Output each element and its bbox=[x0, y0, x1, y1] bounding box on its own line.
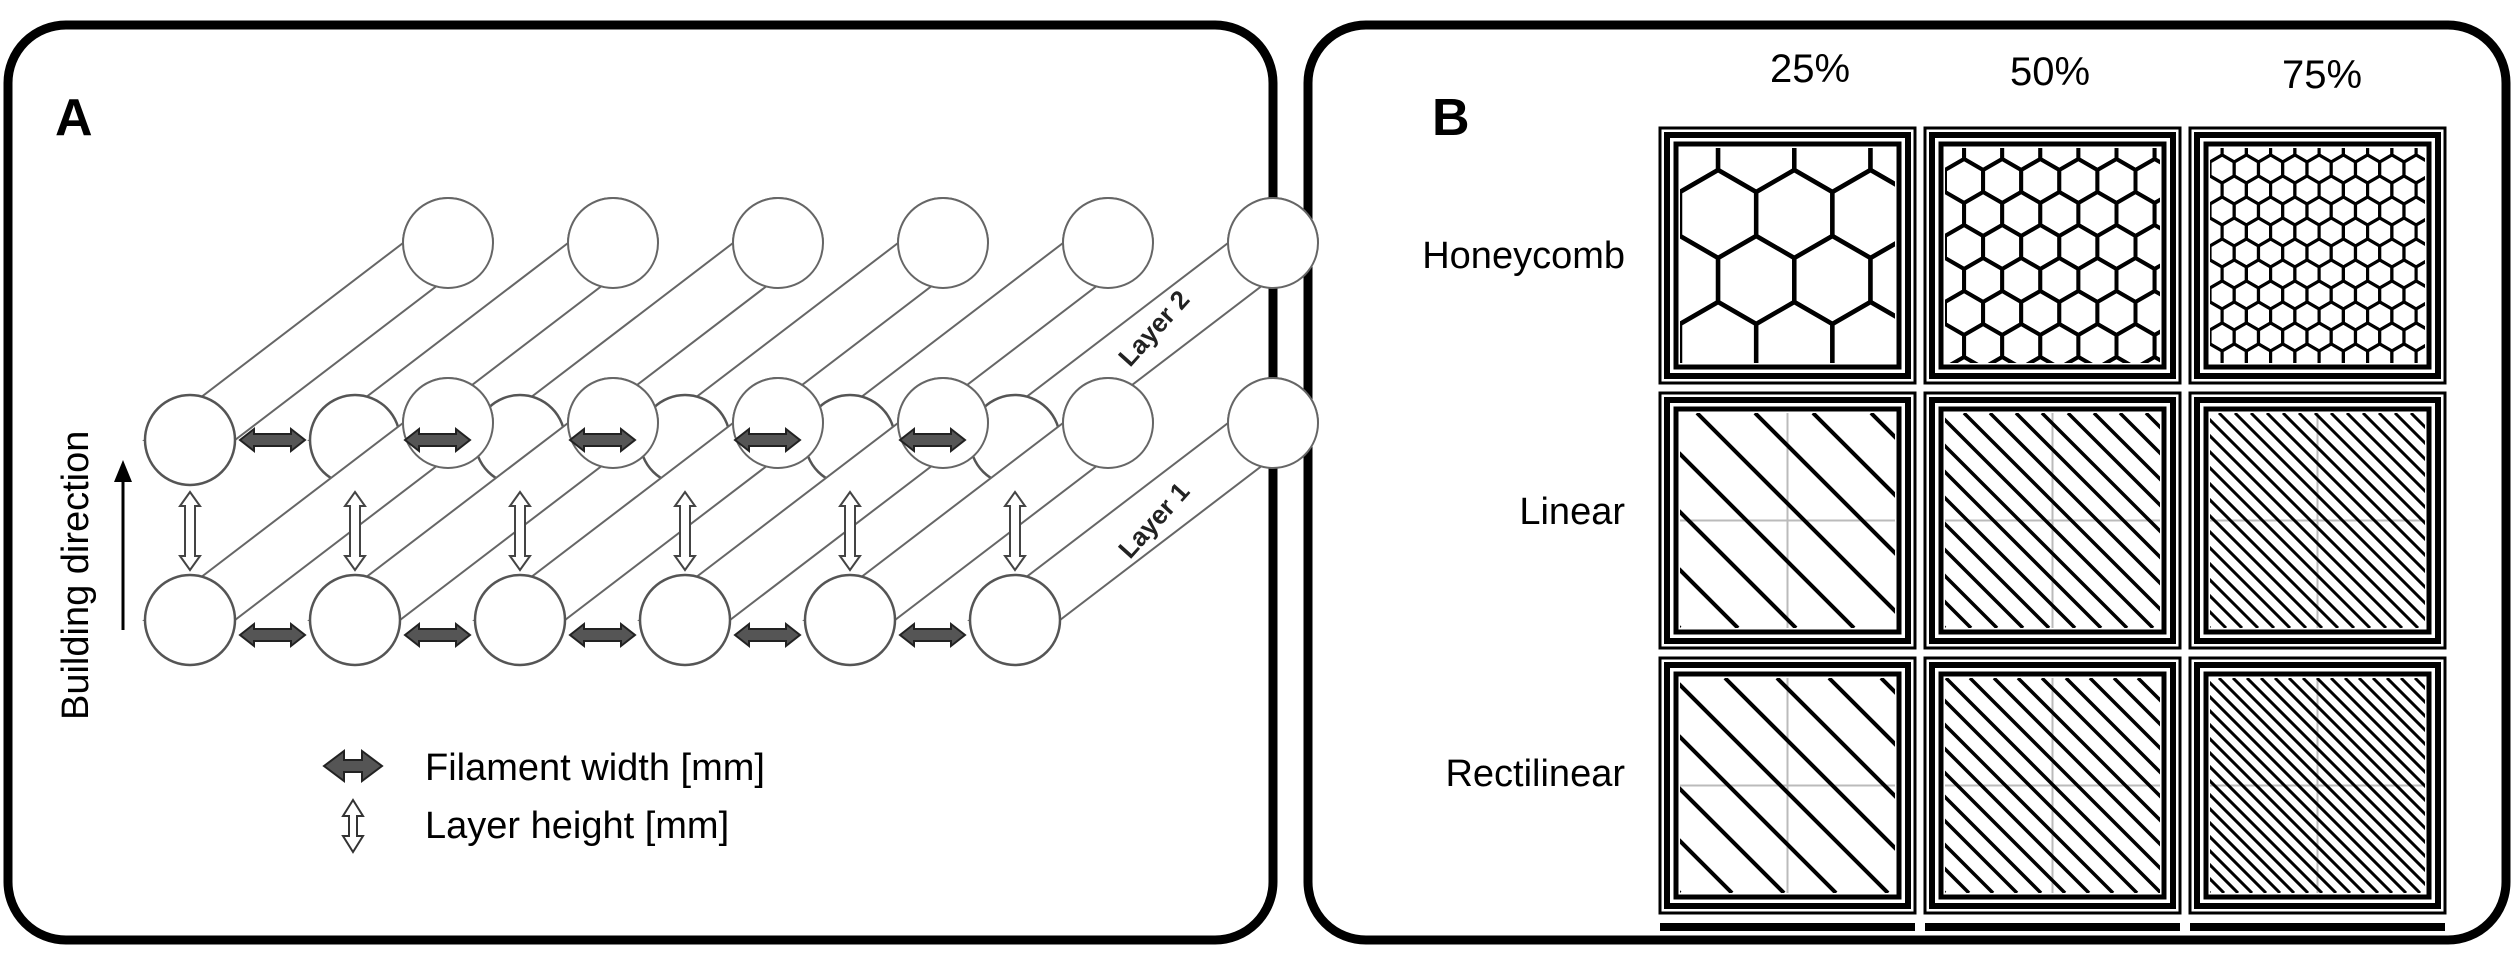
filament-width-arrow bbox=[238, 426, 307, 454]
layer-1-filament bbox=[967, 377, 1320, 667]
infill-cell-rectilinear-3 bbox=[2188, 656, 2447, 915]
infill-cell-rectilinear-1 bbox=[1658, 656, 1917, 915]
infill-grid bbox=[1658, 126, 2447, 931]
filament-array bbox=[142, 197, 1320, 667]
legend-filament-width: Filament width [mm] bbox=[425, 747, 765, 789]
layer-height-arrow bbox=[1003, 490, 1027, 572]
filament-width-arrow bbox=[568, 621, 637, 649]
filament-width-arrow bbox=[898, 621, 967, 649]
layer-height-arrow bbox=[673, 490, 697, 572]
column-header-50: 50% bbox=[2010, 50, 2090, 94]
infill-cell-rectilinear-2 bbox=[1923, 656, 2182, 915]
row-label-rectilinear: Rectilinear bbox=[1445, 753, 1625, 795]
next-row-edge bbox=[1925, 923, 2180, 931]
row-label-honeycomb: Honeycomb bbox=[1422, 235, 1625, 277]
filament-width-arrow bbox=[568, 426, 637, 454]
infill-cell-honeycomb-2 bbox=[1923, 126, 2182, 385]
legend-layer-height: Layer height [mm] bbox=[425, 805, 729, 847]
legend: Filament width [mm] Layer height [mm] bbox=[322, 747, 765, 854]
panel-a-label: A bbox=[55, 89, 93, 147]
infill-cell-linear-1 bbox=[1658, 391, 1917, 650]
filament-width-arrow bbox=[898, 426, 967, 454]
filament-width-arrow bbox=[403, 621, 472, 649]
double-arrow-outline-icon bbox=[341, 798, 365, 854]
panel-b-label: B bbox=[1432, 89, 1470, 147]
layer-1-filament bbox=[802, 377, 1155, 667]
layer-height-arrow bbox=[178, 490, 202, 572]
infill-cell-linear-3 bbox=[2188, 391, 2447, 650]
filament-width-arrow bbox=[403, 426, 472, 454]
layer-height-arrow bbox=[508, 490, 532, 572]
layer-height-arrow bbox=[838, 490, 862, 572]
dimension-arrows bbox=[178, 426, 1027, 649]
column-header-75: 75% bbox=[2282, 53, 2362, 97]
filament-width-arrow bbox=[238, 621, 307, 649]
infill-cell-linear-2 bbox=[1923, 391, 2182, 650]
layer-2-filament bbox=[142, 197, 495, 487]
building-direction-label: Building direction bbox=[55, 431, 97, 720]
infill-cell-honeycomb-3 bbox=[2188, 126, 2447, 385]
layer-2-filament bbox=[637, 197, 990, 487]
next-row-edge bbox=[1660, 923, 1915, 931]
panel-a: A Layer 2 Layer 1 Building direction Fil… bbox=[55, 89, 1320, 854]
filament-width-arrow bbox=[733, 426, 802, 454]
row-label-linear: Linear bbox=[1519, 491, 1625, 533]
infill-cell-honeycomb-1 bbox=[1658, 126, 1917, 385]
filament-width-arrow bbox=[733, 621, 802, 649]
double-arrow-filled-icon bbox=[322, 749, 384, 783]
panel-b: B 25% 50% 75% Honeycomb Linear Rectiline… bbox=[1422, 47, 2447, 931]
column-header-25: 25% bbox=[1770, 47, 1850, 91]
building-direction-arrow bbox=[114, 460, 132, 630]
layer-height-arrow bbox=[343, 490, 367, 572]
next-row-edge bbox=[2190, 923, 2445, 931]
layer-2-filament bbox=[967, 197, 1320, 487]
